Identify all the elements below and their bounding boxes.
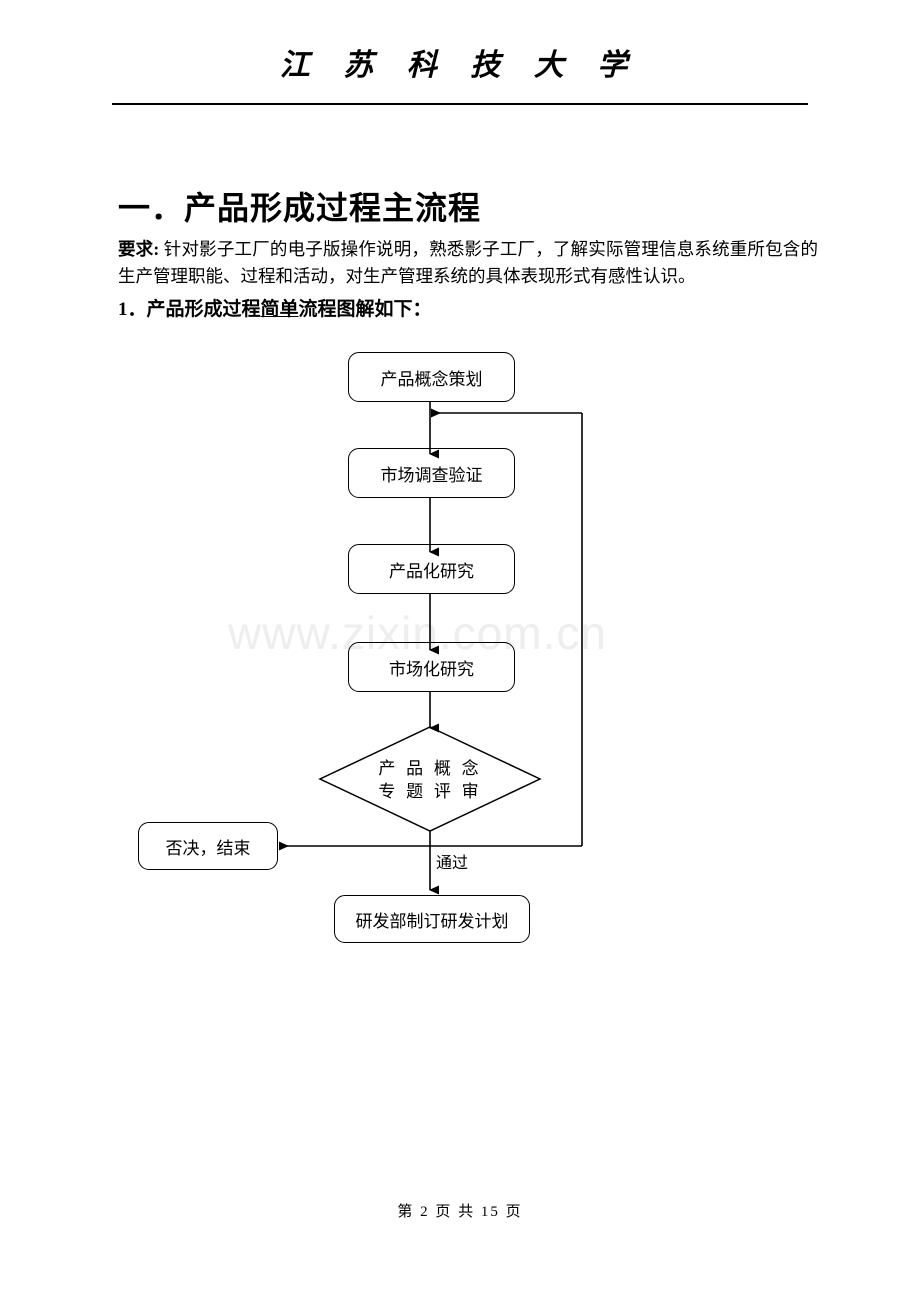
page-title: 一．产品形成过程主流程 — [118, 190, 482, 226]
flow-node-label: 市场调查验证 — [380, 465, 483, 485]
flow-node-label: 研发部制订研发计划 — [355, 911, 509, 931]
flow-node-label: 否决，结束 — [165, 838, 251, 858]
requirement-paragraph: 要求: 针对影子工厂的电子版操作说明，熟悉影子工厂，了解实际管理信息系统重所包含… — [118, 236, 818, 290]
requirement-label: 要求: — [118, 239, 160, 259]
item-heading: 1．产品形成过程简单流程图解如下： — [118, 296, 432, 324]
document-header: 江 苏 科 技 大 学 — [112, 46, 808, 86]
requirement-body: 针对影子工厂的电子版操作说明，熟悉影子工厂，了解实际管理信息系统重所包含的生产管… — [118, 239, 818, 286]
flow-node-label-line-2: 专 题 评 审 — [378, 782, 482, 801]
flow-node-label-line-1: 产 品 概 念 — [378, 759, 482, 778]
page-footer: 第 2 页 共 15 页 — [397, 1204, 523, 1220]
flow-node-market-survey-validation: 市场调查验证 — [348, 448, 515, 498]
item-heading-underlined: 简单 — [260, 299, 299, 320]
flow-node-label: 产品概念策划 — [380, 369, 483, 389]
flow-node-label: 市场化研究 — [389, 659, 474, 679]
flow-node-marketization-research: 市场化研究 — [348, 642, 515, 692]
flow-node-rd-department-plan: 研发部制订研发计划 — [334, 895, 530, 943]
flowchart: 产品概念策划 市场调查验证 产品化研究 市场化研究 产 品 概 念 专 题 评 … — [0, 330, 920, 970]
flow-node-productization-research: 产品化研究 — [348, 544, 515, 594]
item-heading-suffix: 流程图解如下： — [298, 299, 432, 320]
flow-node-label: 产品化研究 — [389, 561, 474, 581]
flow-node-rejected-end: 否决，结束 — [138, 822, 278, 870]
flow-node-concept-review-decision: 产 品 概 念 专 题 评 审 — [330, 754, 530, 806]
flowchart-connectors — [279, 402, 583, 895]
header-divider — [112, 103, 808, 105]
flow-node-product-concept-planning: 产品概念策划 — [348, 352, 515, 402]
item-heading-prefix: 1．产品形成过程 — [118, 299, 261, 320]
university-name: 江 苏 科 技 大 学 — [279, 49, 641, 82]
edge-label-pass: 通过 — [436, 855, 469, 872]
